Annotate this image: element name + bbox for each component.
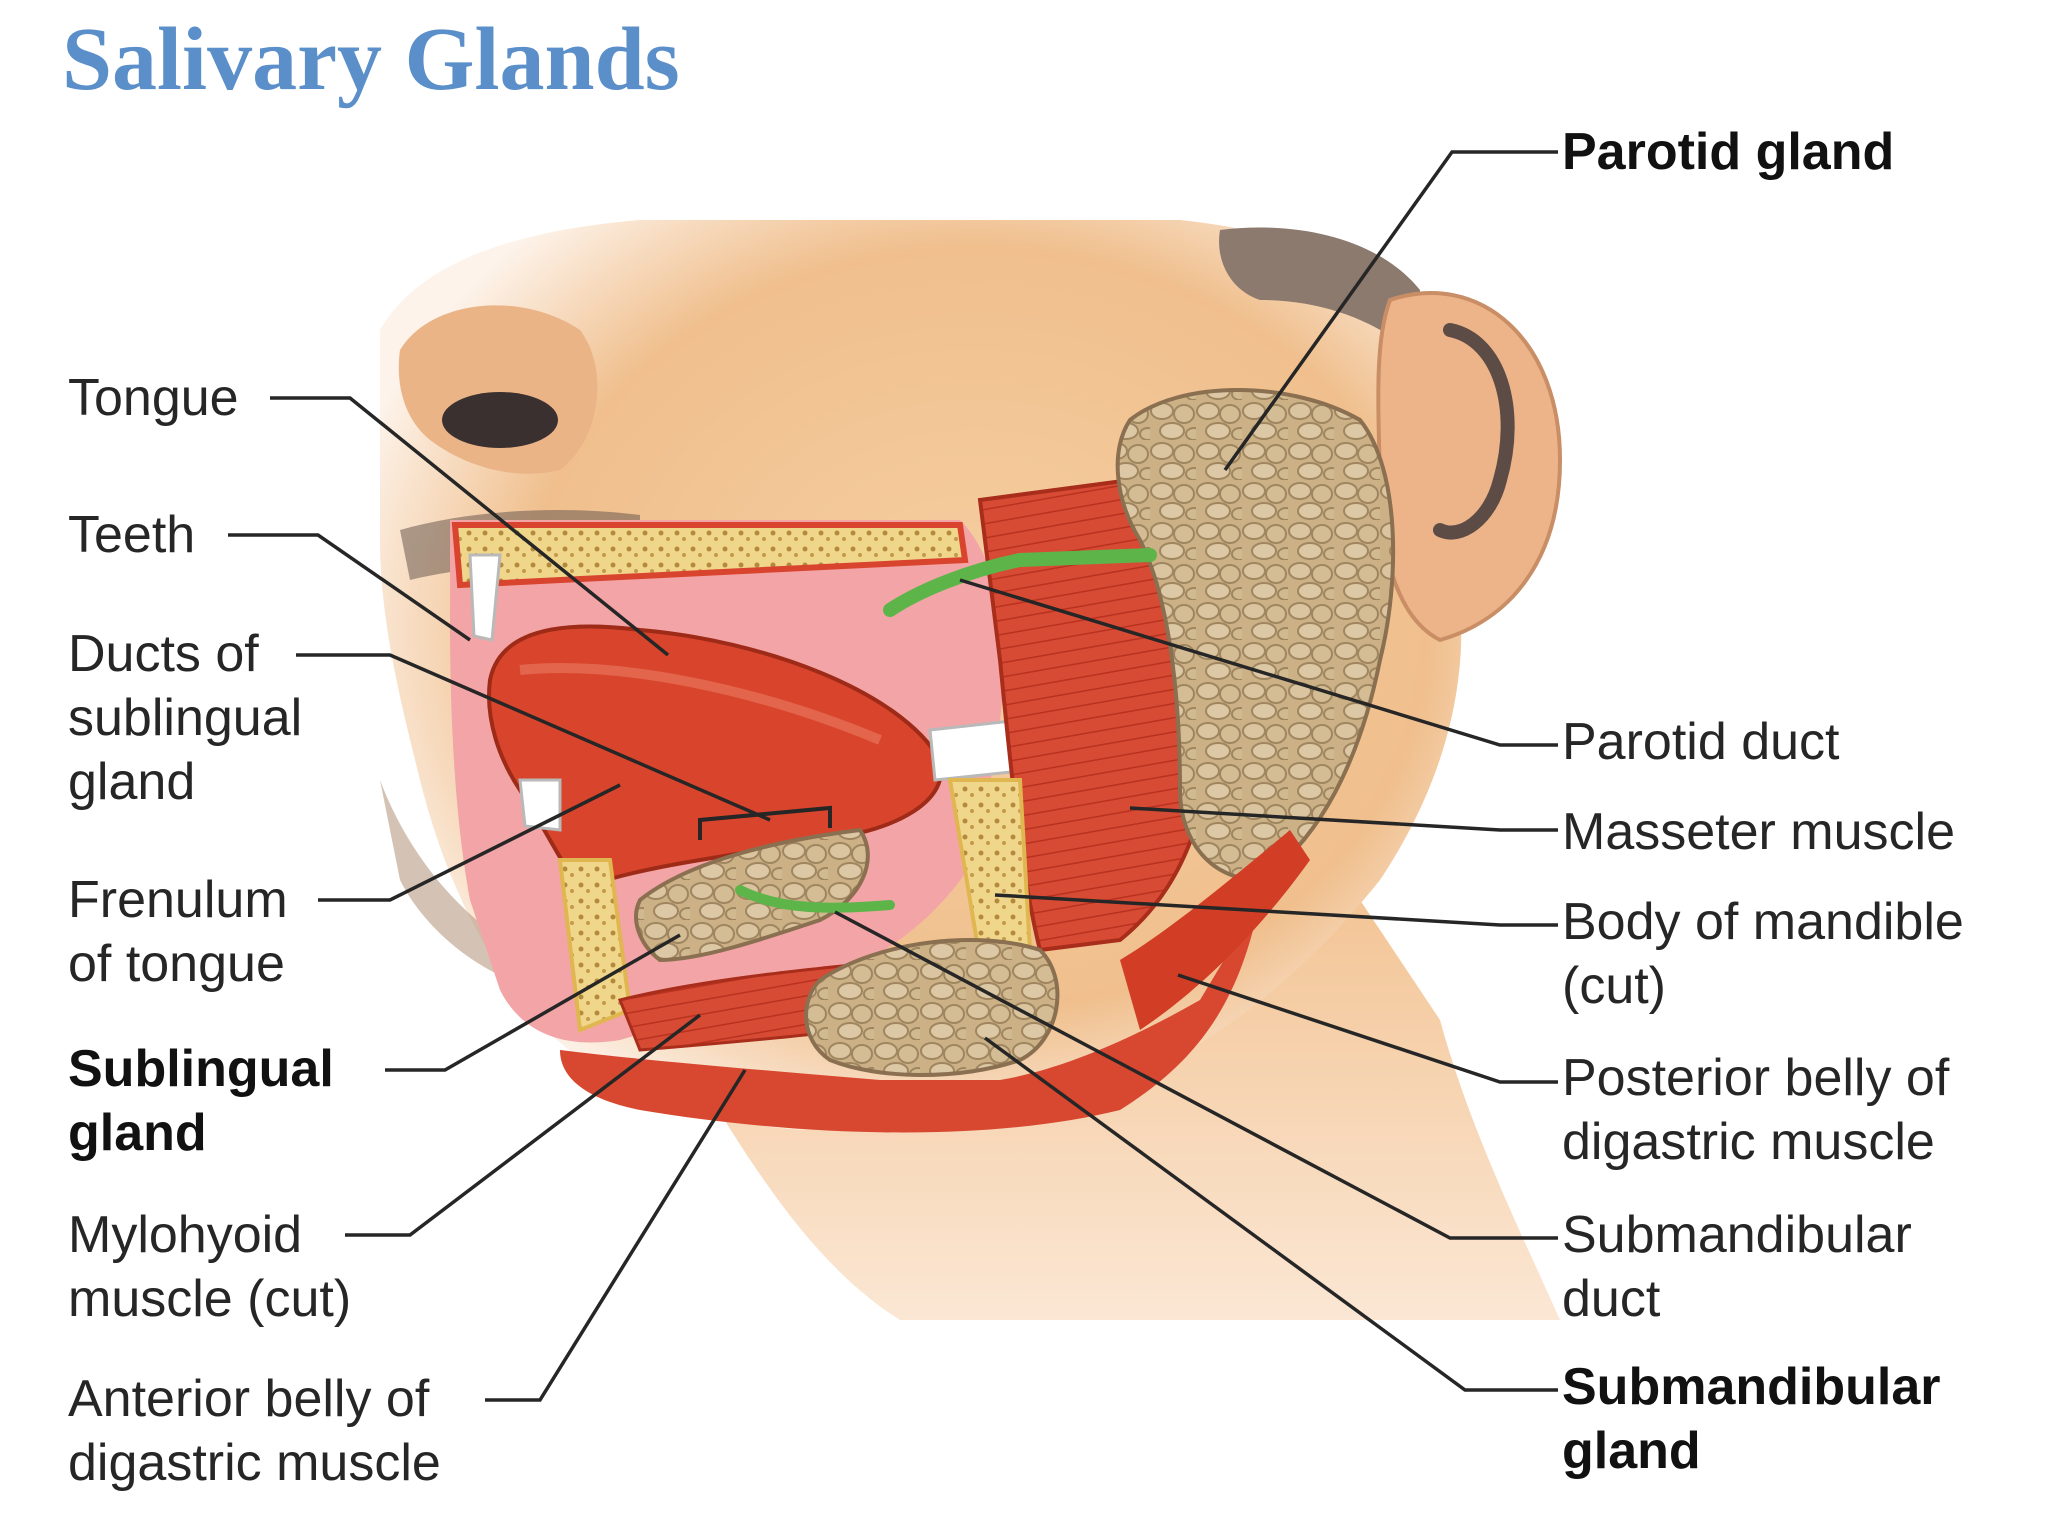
label-posterior-line-2: digastric muscle	[1562, 1113, 1935, 1171]
leader-parotid-duct	[959, 578, 1558, 747]
label-submandibular-gland: Submandibular gland	[1562, 1355, 1940, 1483]
label-sublingual-line-1: Sublingual	[68, 1040, 334, 1098]
label-ducts-line-1: Ducts of	[68, 625, 259, 683]
leader-mylohyoid	[345, 1013, 702, 1237]
label-ducts-line-3: gland	[68, 753, 196, 811]
label-parotid-duct-line-1: Parotid duct	[1562, 713, 1840, 771]
leader-submandibular-gland	[983, 1036, 1558, 1392]
posterior-digastric-muscle	[1120, 830, 1310, 1030]
ear-inner	[1433, 323, 1515, 540]
label-submandibular-duct-line-2: duct	[1562, 1270, 1661, 1328]
leader-ducts-sublingual	[296, 653, 771, 822]
label-mylohyoid-muscle: Mylohyoid muscle (cut)	[68, 1203, 351, 1331]
label-mylohyoid-line-1: Mylohyoid	[68, 1206, 303, 1264]
leader-anterior-digastric	[485, 1069, 747, 1402]
label-parotid-gland-line-1: Parotid gland	[1562, 123, 1895, 181]
submandibular-gland	[804, 938, 1060, 1077]
label-tongue: Tongue	[68, 366, 239, 430]
label-submandibular-gland-line-2: gland	[1562, 1422, 1701, 1480]
slide-title: Salivary Glands	[62, 10, 680, 109]
label-sublingual-gland: Sublingual gland	[68, 1037, 334, 1165]
label-submandibular-duct-line-1: Submandibular	[1562, 1206, 1912, 1264]
label-sublingual-line-2: gland	[68, 1104, 207, 1162]
upper-incisor	[468, 553, 502, 642]
label-parotid-gland: Parotid gland	[1562, 120, 1894, 184]
label-teeth: Teeth	[68, 503, 195, 567]
label-frenulum-line-2: of tongue	[68, 935, 285, 993]
leader-teeth	[228, 533, 471, 642]
tongue-highlight	[519, 663, 882, 745]
label-tongue-line-1: Tongue	[68, 369, 239, 427]
nostril	[442, 392, 558, 448]
label-ducts-of-sublingual-gland: Ducts of sublingual gland	[68, 622, 302, 814]
leader-tongue	[270, 396, 670, 657]
leader-posterior-digastric	[1177, 973, 1558, 1084]
label-parotid-duct: Parotid duct	[1562, 710, 1840, 774]
leader-frenulum	[318, 783, 621, 902]
label-frenulum-line-1: Frenulum	[68, 871, 288, 929]
label-mandible-line-2: (cut)	[1562, 957, 1666, 1015]
leader-masseter	[1129, 806, 1558, 832]
leader-submandibular-duct	[834, 910, 1558, 1240]
leader-mandible	[994, 893, 1558, 927]
parotid-duct	[883, 548, 1157, 617]
label-ducts-line-2: sublingual	[68, 689, 303, 747]
label-mandible-line-1: Body of mandible	[1562, 893, 1964, 951]
leader-sublingual-gland	[385, 933, 681, 1072]
ear	[1376, 291, 1563, 643]
neck	[700, 900, 1560, 1320]
label-teeth-line-1: Teeth	[68, 506, 196, 564]
anterior-digastric-muscle	[560, 900, 1260, 1133]
beard-shadow	[380, 780, 580, 1000]
lower-incisor	[518, 778, 562, 832]
leader-lines	[228, 150, 1558, 1402]
label-mylohyoid-line-2: muscle (cut)	[68, 1270, 352, 1328]
label-posterior-belly-digastric: Posterior belly of digastric muscle	[1562, 1046, 1949, 1174]
leader-parotid-gland	[1223, 150, 1558, 472]
submandibular-duct	[735, 885, 895, 913]
label-body-of-mandible: Body of mandible (cut)	[1562, 890, 1964, 1018]
hair	[1219, 227, 1420, 360]
label-submandibular-gland-line-1: Submandibular	[1562, 1358, 1941, 1416]
label-masseter-muscle: Masseter muscle	[1562, 800, 1955, 864]
sublingual-ducts-bracket	[698, 805, 832, 840]
label-anterior-line-2: digastric muscle	[68, 1434, 441, 1492]
label-anterior-belly-digastric: Anterior belly of digastric muscle	[68, 1367, 441, 1495]
label-posterior-line-1: Posterior belly of	[1562, 1049, 1950, 1107]
upper-bone	[451, 522, 969, 589]
label-submandibular-duct: Submandibular duct	[1562, 1203, 1912, 1331]
label-anterior-line-1: Anterior belly of	[68, 1370, 430, 1428]
label-masseter-line-1: Masseter muscle	[1562, 803, 1955, 861]
label-frenulum-of-tongue: Frenulum of tongue	[68, 868, 288, 996]
